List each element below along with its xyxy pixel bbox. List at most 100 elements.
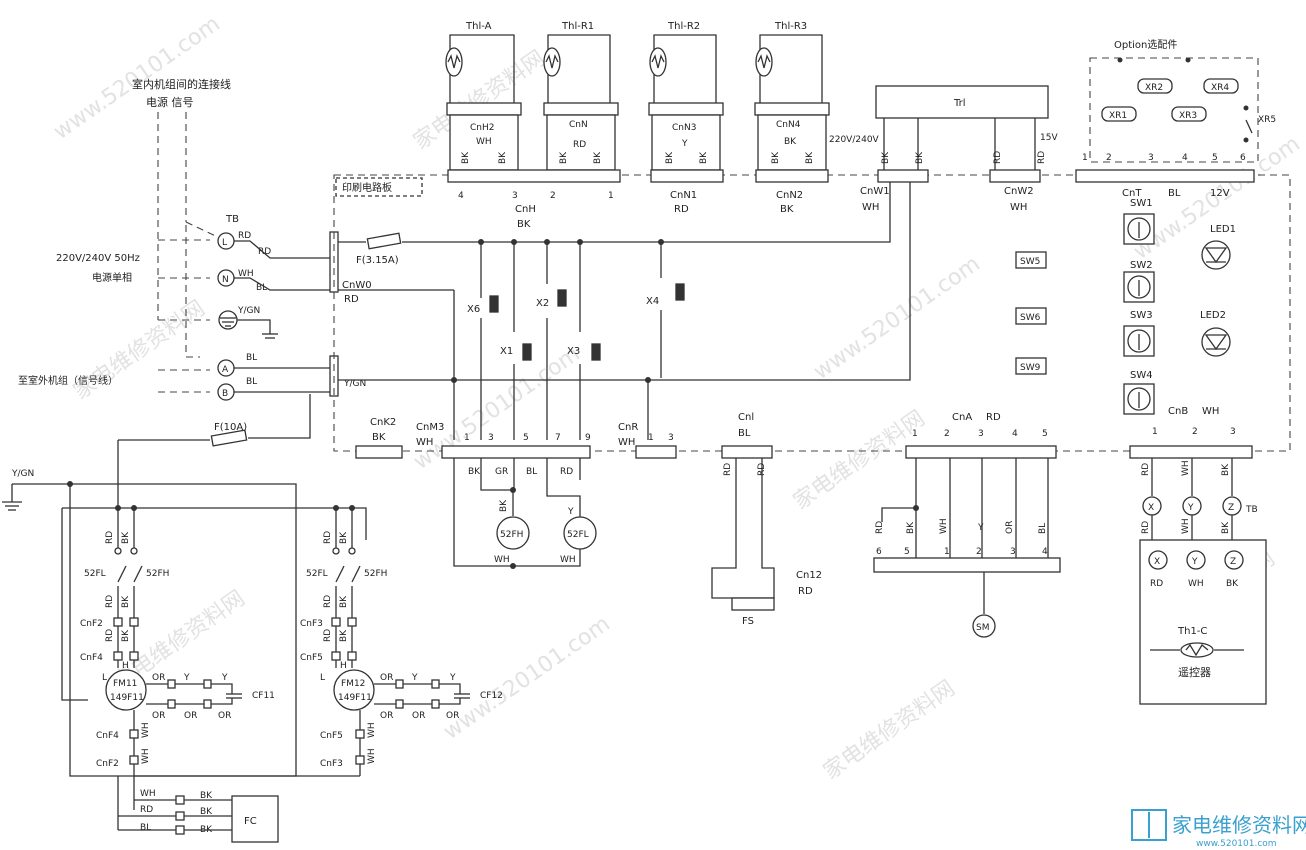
svg-text:WH: WH [618,437,635,448]
svg-text:RD: RD [105,595,115,608]
fuse-main: F(3.15A) [356,255,399,266]
cnw0-label: CnW0 [342,280,372,291]
svg-text:OR: OR [152,673,165,683]
svg-text:1: 1 [944,547,950,557]
svg-text:RD: RD [344,294,359,305]
thermistor-a: Thl-A CnH2 WH BK BK [445,21,522,171]
svg-text:BK: BK [665,151,675,164]
svg-text:1: 1 [648,433,654,443]
svg-text:6: 6 [1240,153,1246,163]
svg-text:9: 9 [585,433,591,443]
svg-text:CnW2: CnW2 [1004,186,1034,197]
svg-text:FM11: FM11 [113,679,137,689]
cnh-connector [447,169,621,183]
svg-text:CnR: CnR [618,422,638,433]
svg-text:RD: RD [573,140,586,150]
svg-text:RD: RD [723,463,733,476]
svg-text:CnN4: CnN4 [776,120,801,130]
svg-text:SW2: SW2 [1130,260,1153,271]
svg-text:H: H [122,661,129,671]
svg-text:3: 3 [668,433,674,443]
svg-text:52FL: 52FL [84,569,106,579]
svg-text:6: 6 [876,547,882,557]
svg-text:CnH2: CnH2 [470,123,494,133]
svg-text:FM12: FM12 [341,679,365,689]
swing-motor: SM [972,614,996,638]
fan-motor-fm12: RD BK 52FL 52FH RD BK CnF3 RD BK CnF5 H … [300,505,503,776]
svg-text:Y: Y [1191,557,1198,567]
svg-text:LED2: LED2 [1200,310,1226,321]
svg-text:4: 4 [1012,429,1018,439]
svg-text:7: 7 [555,433,561,443]
svg-text:OR: OR [446,711,459,721]
svg-text:52FL: 52FL [567,530,589,540]
relay-52fl: 52FL [563,516,597,550]
svg-text:X1: X1 [500,346,513,357]
svg-text:4: 4 [458,191,464,201]
svg-text:SW9: SW9 [1020,363,1041,373]
svg-text:H: H [340,661,347,671]
indoor-link-title: 室内机组间的连接线 [132,77,231,91]
svg-text:RD: RD [1037,151,1047,164]
svg-text:3: 3 [1230,427,1236,437]
svg-text:BK: BK [121,595,131,608]
svg-text:52FH: 52FH [364,569,387,579]
svg-text:1: 1 [608,191,614,201]
svg-text:WH: WH [141,748,151,764]
svg-text:LED1: LED1 [1210,224,1236,235]
svg-text:BK: BK [498,151,508,164]
svg-text:1: 1 [912,429,918,439]
tb-label: TB [225,214,239,225]
svg-text:BK: BK [771,151,781,164]
svg-text:OR: OR [152,711,165,721]
single-phase-label: 电源单相 [92,271,132,284]
svg-text:BL: BL [246,353,257,363]
svg-text:SW5: SW5 [1020,257,1040,267]
thermistor-r3: Thl-R3 CnN4 BK BK BK [754,21,830,171]
svg-text:Thl-A: Thl-A [465,21,492,32]
sw-boxes: SW5 SW6 SW9 [1015,251,1047,375]
svg-text:BL: BL [1038,523,1048,534]
svg-text:RD: RD [875,521,885,534]
watermark-name: 家电维修资料网 [789,406,930,515]
svg-text:CnN2: CnN2 [776,190,803,201]
svg-text:BK: BK [121,531,131,544]
svg-text:BK: BK [499,499,509,512]
terminal-a: A [217,359,235,377]
svg-text:WH: WH [367,748,377,764]
svg-text:52FH: 52FH [500,530,523,540]
svg-text:BK: BK [780,204,794,215]
brand-name: 家电维修资料网 [1172,813,1306,837]
svg-text:Y: Y [183,673,190,683]
svg-text:BK: BK [468,467,481,477]
svg-text:RD: RD [105,531,115,544]
terminal-l: L [217,232,235,250]
watermark-site: www.520101.com [439,611,615,744]
svg-text:RD: RD [238,231,251,241]
svg-text:BK: BK [339,531,349,544]
svg-text:RD: RD [757,463,767,476]
watermark-name: 家电维修资料网 [819,676,960,785]
svg-text:FC: FC [244,816,257,827]
svg-text:1: 1 [1152,427,1158,437]
svg-text:Thl-R3: Thl-R3 [774,21,807,32]
svg-text:CnB: CnB [1168,406,1188,417]
svg-text:3: 3 [978,429,984,439]
svg-text:A: A [222,365,229,375]
dip-switches: SW1 SW2 SW3 SW4 [1123,198,1155,415]
svg-text:BK: BK [1221,463,1231,476]
svg-text:BK: BK [339,595,349,608]
svg-text:RD: RD [323,629,333,642]
svg-text:4: 4 [1042,547,1048,557]
svg-text:5: 5 [1212,153,1218,163]
svg-text:Y: Y [411,673,418,683]
svg-text:BK: BK [200,791,213,801]
svg-text:OR: OR [1005,521,1015,534]
power-spec: 220V/240V 50Hz [56,253,140,264]
svg-text:Y: Y [1187,503,1194,513]
relay-bank: X6 X1 X2 X3 X4 [467,239,685,440]
svg-text:2: 2 [1106,153,1112,163]
svg-text:Trl: Trl [953,98,966,109]
thermistor-r2: Thl-R2 CnN3 Y BK BK [648,21,724,171]
relay-52fh: 52FH [496,516,530,550]
